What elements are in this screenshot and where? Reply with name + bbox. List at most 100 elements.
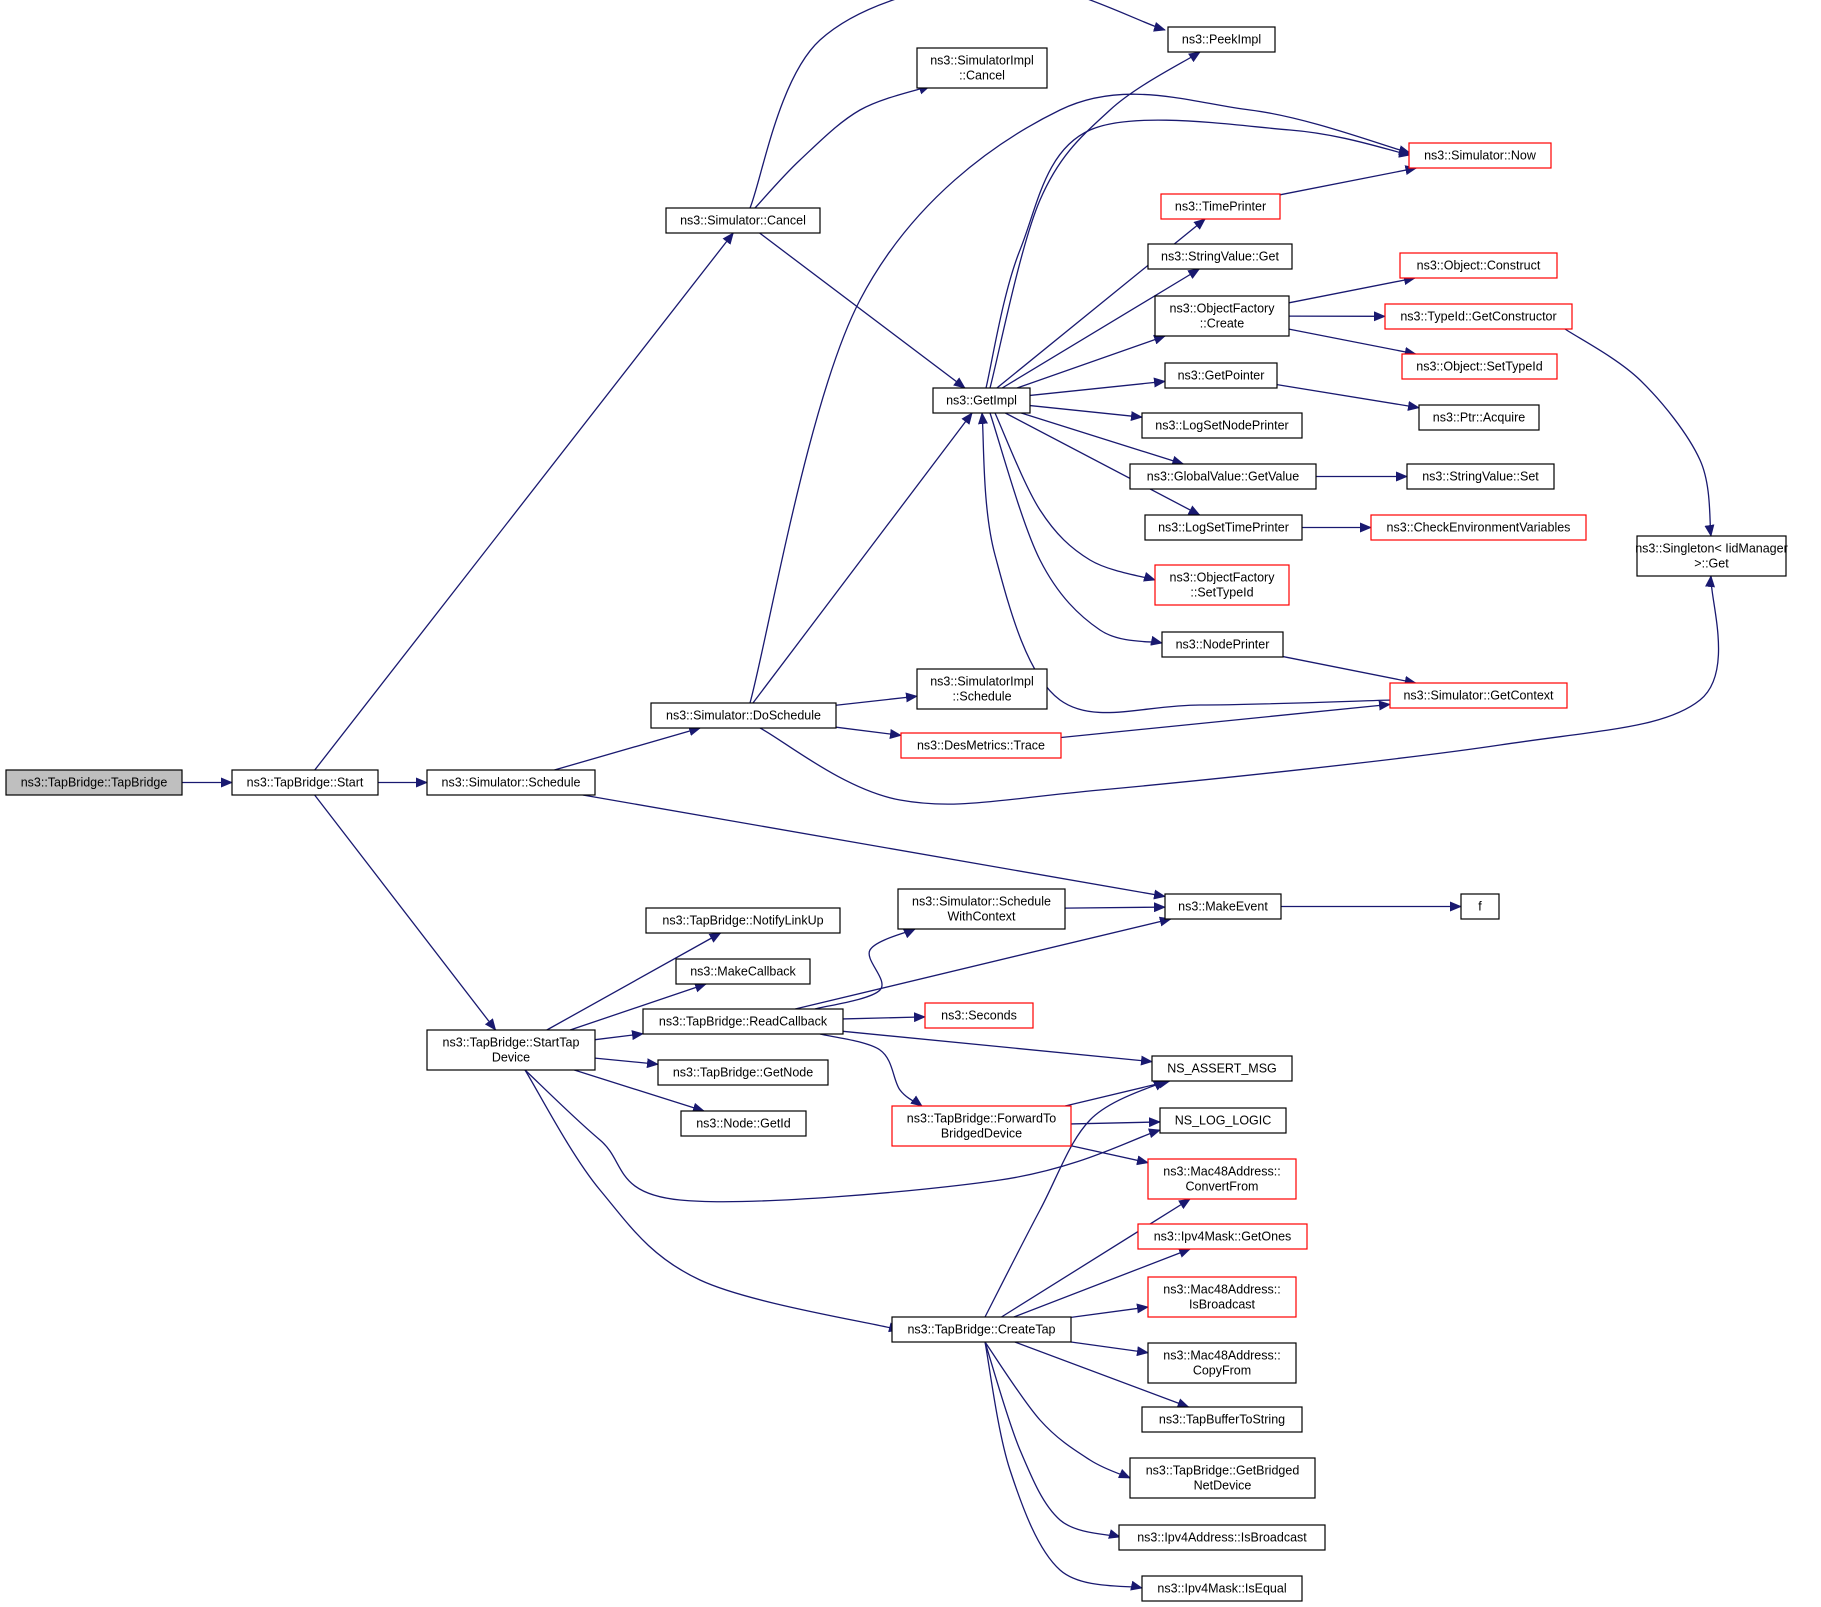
node-box	[1129, 1457, 1316, 1499]
node-label: ns3::Simulator::DoSchedule	[666, 709, 821, 723]
edge-createtap-to-ipv4mask_getones	[1013, 1248, 1192, 1318]
node-logsetnodeprinter[interactable]: ns3::LogSetNodePrinter	[1141, 412, 1303, 439]
node-box	[1164, 362, 1278, 389]
node-getpointer[interactable]: ns3::GetPointer	[1164, 362, 1278, 389]
edge-readcallback-to-makeevent	[795, 916, 1172, 1010]
node-f[interactable]: f	[1460, 893, 1500, 920]
node-makecallback[interactable]: ns3::MakeCallback	[675, 958, 811, 985]
edge-arrow	[984, 1341, 1121, 1539]
node-mac48-convertfrom[interactable]: ns3::Mac48Address::ConvertFrom	[1147, 1158, 1297, 1200]
node-box	[657, 1059, 829, 1086]
node-singleton-get[interactable]: ns3::Singleton< IidManager>::Get	[1635, 535, 1788, 577]
edge-arrow	[985, 119, 1411, 389]
node-logsettimeprinter[interactable]: ns3::LogSetTimePrinter	[1144, 514, 1303, 541]
node-sim-schedule[interactable]: ns3::Simulator::Schedule	[426, 769, 596, 796]
node-stringvalue-get[interactable]: ns3::StringValue::Get	[1147, 243, 1293, 270]
node-label: ns3::DesMetrics::Trace	[917, 739, 1045, 753]
node-ipv4mask-getones[interactable]: ns3::Ipv4Mask::GetOnes	[1137, 1223, 1308, 1250]
node-object-settypeid[interactable]: ns3::Object::SetTypeId	[1401, 353, 1558, 380]
node-readcallback[interactable]: ns3::TapBridge::ReadCallback	[642, 1008, 844, 1035]
node-objfactory-settypeid[interactable]: ns3::ObjectFactory::SetTypeId	[1154, 564, 1290, 606]
node-ptr-acquire[interactable]: ns3::Ptr::Acquire	[1418, 404, 1540, 431]
node-label: BridgedDevice	[941, 1127, 1022, 1141]
edge-arrow	[842, 1030, 1153, 1066]
edge-sim_schedule-to-makeevent	[582, 794, 1166, 900]
node-ipv4addr-isbroadcast[interactable]: ns3::Ipv4Address::IsBroadcast	[1118, 1524, 1326, 1551]
edge-arrow	[1288, 328, 1417, 357]
edge-getimpl-to-logsettimeprinter	[1005, 412, 1201, 516]
node-node-getid[interactable]: ns3::Node::GetId	[680, 1110, 807, 1137]
edge-arrow	[524, 1069, 901, 1333]
edge-arrow	[524, 1069, 1161, 1203]
node-label: ns3::Object::SetTypeId	[1416, 360, 1543, 374]
node-getimpl[interactable]: ns3::GetImpl	[932, 387, 1031, 414]
node-start[interactable]: ns3::TapBridge::Start	[231, 769, 379, 796]
node-box	[916, 668, 1048, 710]
node-box	[932, 387, 1031, 414]
node-label: ns3::Simulator::Schedule	[442, 776, 581, 790]
node-mac48-copyfrom[interactable]: ns3::Mac48Address::CopyFrom	[1147, 1342, 1297, 1384]
node-box	[1370, 514, 1587, 541]
node-label: f	[1478, 900, 1482, 914]
node-sim-getcontext[interactable]: ns3::Simulator::GetContext	[1389, 682, 1568, 709]
node-tb-getnode[interactable]: ns3::TapBridge::GetNode	[657, 1059, 829, 1086]
node-ns-log-logic[interactable]: NS_LOG_LOGIC	[1159, 1107, 1287, 1134]
node-typeid-getconstructor[interactable]: ns3::TypeId::GetConstructor	[1384, 303, 1573, 330]
node-sim-doschedule[interactable]: ns3::Simulator::DoSchedule	[650, 702, 837, 729]
node-ipv4mask-isequal[interactable]: ns3::Ipv4Mask::IsEqual	[1141, 1575, 1303, 1602]
node-peekimpl[interactable]: ns3::PeekImpl	[1167, 26, 1276, 53]
edge-getimpl-to-getpointer	[1029, 377, 1166, 397]
node-makeevent[interactable]: ns3::MakeEvent	[1164, 893, 1282, 920]
node-label: ns3::LogSetTimePrinter	[1158, 521, 1289, 535]
edge-createtap-to-mac48_copyfrom	[1070, 1341, 1149, 1357]
node-objfactory-create[interactable]: ns3::ObjectFactory::Create	[1154, 295, 1290, 337]
node-nodeprinter[interactable]: ns3::NodePrinter	[1161, 631, 1284, 658]
node-label: ns3::StringValue::Set	[1422, 470, 1539, 484]
node-sim-cancel[interactable]: ns3::Simulator::Cancel	[665, 207, 821, 234]
node-object-construct[interactable]: ns3::Object::Construct	[1399, 252, 1558, 279]
node-label: ::Create	[1200, 317, 1245, 331]
node-box	[1141, 1406, 1303, 1433]
edge-arrow	[842, 1012, 926, 1023]
node-box	[897, 888, 1066, 930]
node-seconds[interactable]: ns3::Seconds	[924, 1002, 1034, 1029]
edge-forwardtobridged-to-mac48_convertfrom	[1070, 1145, 1149, 1166]
edge-arrow	[989, 51, 1201, 389]
node-label: ConvertFrom	[1186, 1180, 1259, 1194]
node-globalvalue-getvalue[interactable]: ns3::GlobalValue::GetValue	[1129, 463, 1317, 490]
edge-createtap-to-ns_assert_msg	[984, 1080, 1166, 1318]
node-stringvalue-set[interactable]: ns3::StringValue::Set	[1406, 463, 1555, 490]
node-tapbridge-ctor[interactable]: ns3::TapBridge::TapBridge	[5, 769, 183, 796]
node-label: ns3::LogSetNodePrinter	[1155, 419, 1288, 433]
edge-createtap-to-tapbuffertostring	[1014, 1341, 1190, 1408]
edge-sim_doschedule-to-getimpl	[752, 412, 973, 704]
edge-arrow	[554, 726, 702, 771]
node-label: ns3::TapBridge::ForwardTo	[907, 1112, 1056, 1126]
node-box	[1389, 682, 1568, 709]
node-box	[1118, 1524, 1326, 1551]
node-checkenv[interactable]: ns3::CheckEnvironmentVariables	[1370, 514, 1587, 541]
node-notifylinkup[interactable]: ns3::TapBridge::NotifyLinkUp	[645, 907, 841, 934]
node-box	[1164, 893, 1282, 920]
node-box	[650, 702, 837, 729]
node-createtap[interactable]: ns3::TapBridge::CreateTap	[891, 1316, 1072, 1343]
node-desmetrics-trace[interactable]: ns3::DesMetrics::Trace	[900, 732, 1062, 759]
node-label: NS_LOG_LOGIC	[1175, 1114, 1272, 1128]
node-simimpl-schedule[interactable]: ns3::SimulatorImpl::Schedule	[916, 668, 1048, 710]
node-sim-now[interactable]: ns3::Simulator::Now	[1408, 142, 1552, 169]
node-ns-assert-msg[interactable]: NS_ASSERT_MSG	[1151, 1055, 1293, 1082]
node-timeprinter[interactable]: ns3::TimePrinter	[1160, 193, 1281, 220]
node-mac48-isbroadcast[interactable]: ns3::Mac48Address::IsBroadcast	[1147, 1276, 1297, 1318]
node-label: ns3::Mac48Address::	[1163, 1349, 1280, 1363]
node-label: ns3::MakeCallback	[690, 965, 796, 979]
node-box	[645, 907, 841, 934]
edge-arrow	[814, 928, 916, 1010]
edge-arrow	[314, 232, 734, 771]
node-tapbuffertostring[interactable]: ns3::TapBufferToString	[1141, 1406, 1303, 1433]
edge-arrow	[984, 1341, 1131, 1479]
node-simimpl-cancel[interactable]: ns3::SimulatorImpl::Cancel	[916, 47, 1048, 89]
